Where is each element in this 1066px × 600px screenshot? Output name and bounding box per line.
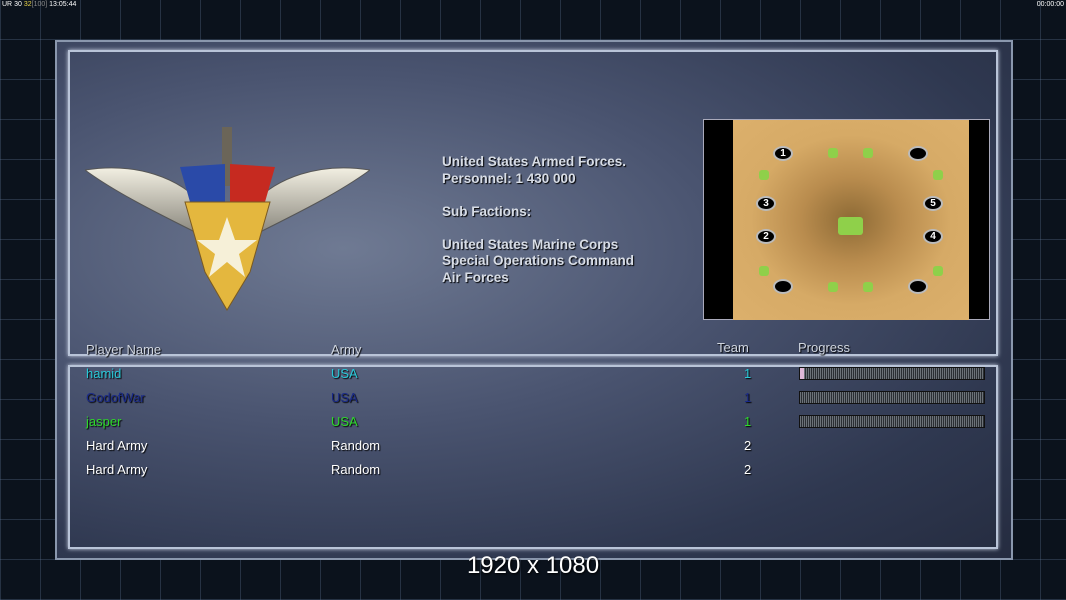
header-team: Team xyxy=(717,340,749,355)
start-position-empty xyxy=(908,279,928,294)
map-preview: 1 2 3 4 5 xyxy=(703,119,990,320)
usa-faction-emblem xyxy=(85,127,370,311)
hud-clock: 13:05:44 xyxy=(49,1,77,8)
player-army: USA xyxy=(331,366,358,381)
tree-icon xyxy=(828,148,838,158)
start-position-2: 2 xyxy=(756,229,776,244)
start-position-4: 4 xyxy=(923,229,943,244)
tree-icon xyxy=(933,170,943,180)
player-team: 1 xyxy=(744,366,752,381)
hud-stats: UR 30 32[100] 13:05:44 xyxy=(0,0,78,9)
hud-value-3: [100] xyxy=(31,1,48,8)
subfaction-item: United States Marine Corps xyxy=(442,236,619,252)
progress-bar xyxy=(799,367,985,380)
faction-panel xyxy=(68,50,998,356)
header-player-name: Player Name xyxy=(86,342,162,357)
subfactions-heading: Sub Factions: xyxy=(442,203,532,219)
start-position-5: 5 xyxy=(923,196,943,211)
player-name: Hard Army xyxy=(86,438,148,453)
start-position-1: 1 xyxy=(773,146,793,161)
hud-value-2: 32 xyxy=(23,1,32,8)
player-army: Random xyxy=(331,462,381,477)
faction-name: United States Armed Forces. xyxy=(442,154,627,169)
tree-icon xyxy=(863,148,873,158)
header-progress: Progress xyxy=(798,340,851,355)
player-name: GodofWar xyxy=(86,390,145,405)
player-name: hamid xyxy=(86,366,122,381)
subfaction-item: Air Forces xyxy=(442,269,509,285)
tree-icon xyxy=(828,282,838,292)
player-team: 1 xyxy=(744,414,752,429)
player-army: USA xyxy=(331,390,358,405)
tree-icon xyxy=(863,282,873,292)
start-position-3: 3 xyxy=(756,196,776,211)
player-army: Random xyxy=(331,438,381,453)
map-terrain: 1 2 3 4 5 xyxy=(733,120,969,320)
hud-value: 30 xyxy=(14,1,22,8)
tree-icon xyxy=(933,266,943,276)
player-army: USA xyxy=(331,414,358,429)
resolution-label: 1920 x 1080 xyxy=(466,552,600,579)
player-name: Hard Army xyxy=(86,462,148,477)
progress-bar xyxy=(799,415,985,428)
faction-description: United States Armed Forces. Personnel: 1… xyxy=(442,154,634,286)
hud-timer: 00:00:00 xyxy=(1036,1,1064,8)
hud-label: UR xyxy=(2,1,13,8)
tree-icon xyxy=(759,266,769,276)
start-position-empty xyxy=(908,146,928,161)
player-team: 2 xyxy=(744,462,752,477)
faction-personnel: Personnel: 1 430 000 xyxy=(442,170,576,186)
tree-icon xyxy=(759,170,769,180)
progress-bar xyxy=(799,391,985,404)
player-team: 1 xyxy=(744,390,752,405)
player-name: jasper xyxy=(86,414,122,429)
progress-fill xyxy=(800,368,804,379)
players-panel xyxy=(68,365,998,549)
subfaction-item: Special Operations Command xyxy=(442,253,635,268)
header-army: Army xyxy=(331,342,362,357)
start-position-empty xyxy=(773,279,793,294)
player-team: 2 xyxy=(744,438,752,453)
tree-icon xyxy=(838,217,863,235)
